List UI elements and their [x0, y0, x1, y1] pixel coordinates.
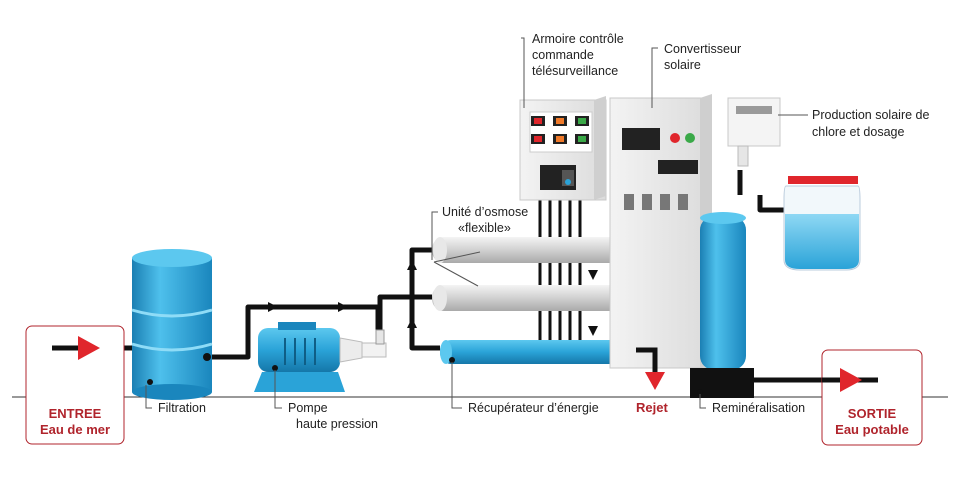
- recuperateur-label: Récupérateur d’énergie: [468, 401, 599, 415]
- sortie-arrow-icon: [840, 368, 862, 392]
- rejet-label: Rejet: [636, 400, 668, 415]
- osmose-label-1: Unité d’osmose: [442, 205, 528, 219]
- convertisseur-label-2: solaire: [664, 58, 701, 72]
- osmosis-membrane-middle: [432, 285, 637, 311]
- chlore-label-1: Production solaire de: [812, 108, 929, 122]
- chlore-tank: [783, 176, 861, 271]
- armoire-label-3: télésurveillance: [532, 64, 618, 78]
- leader-lines: [145, 37, 808, 409]
- entree-arrow-icon: [78, 336, 100, 360]
- remineralisation-column: [690, 212, 754, 398]
- armoire-label-1: Armoire contrôle: [532, 32, 624, 46]
- entree-title: ENTREE: [49, 406, 102, 421]
- osmosis-membrane-top: [432, 237, 637, 263]
- pompe-label-2: haute pression: [296, 417, 378, 431]
- sortie-title: SORTIE: [848, 406, 897, 421]
- armoire-label-2: commande: [532, 48, 594, 62]
- convertisseur-label-1: Convertisseur: [664, 42, 741, 56]
- rejet-arrow-icon: [645, 372, 665, 390]
- filtration-label: Filtration: [158, 401, 206, 415]
- entree-box: ENTREE Eau de mer: [25, 325, 125, 445]
- control-cabinet: [519, 96, 607, 201]
- pump: [254, 322, 387, 392]
- sortie-subtitle: Eau potable: [835, 422, 909, 437]
- filtration-tank: [131, 249, 213, 400]
- rejet-outlet: [636, 347, 665, 390]
- chlore-label-2: chlore et dosage: [812, 125, 904, 139]
- pompe-label-1: Pompe: [288, 401, 328, 415]
- remineralisation-label: Reminéralisation: [712, 401, 805, 415]
- control-wires: [538, 200, 582, 340]
- solar-converter: [609, 94, 712, 369]
- chlore-unit: [727, 97, 781, 167]
- osmose-label-2: «flexible»: [458, 221, 511, 235]
- sortie-box: SORTIE Eau potable: [821, 349, 923, 446]
- indicator-lights: [531, 116, 589, 144]
- entree-subtitle: Eau de mer: [40, 422, 110, 437]
